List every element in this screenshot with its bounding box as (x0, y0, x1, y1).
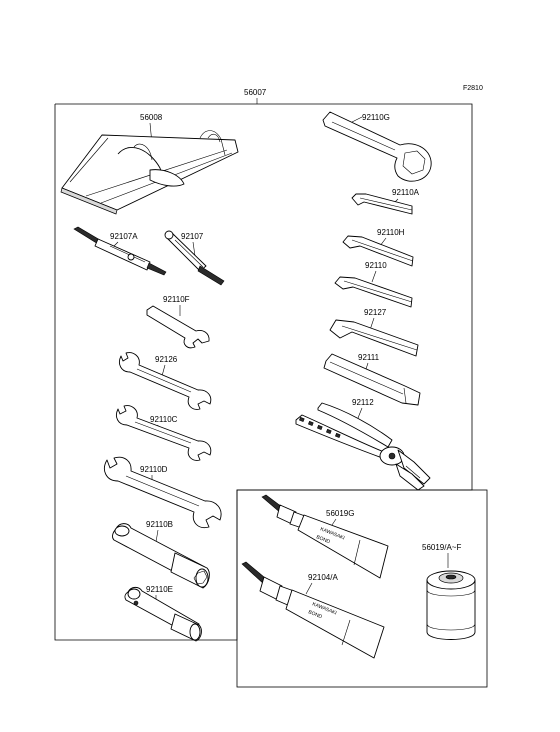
label-screwdriver: 92107 (181, 232, 204, 241)
label-tool-bag: 56008 (140, 113, 163, 122)
box-wrench-92110b (112, 523, 210, 589)
label-bond-a: 92104/A (308, 573, 338, 582)
wrench-92110f (146, 305, 210, 349)
wrench-92110d (104, 456, 222, 529)
label-kit: 56007 (244, 88, 267, 97)
leader-ring-spanner-g (351, 116, 363, 123)
label-ring-spanner-g: 92110G (362, 113, 390, 122)
label-box-wrench-e: 92110E (146, 585, 173, 594)
ring-spanner-92110g (322, 111, 432, 182)
leader-bond-a (305, 582, 313, 595)
leader-screwdriver (192, 241, 196, 257)
bond-a-word-text: BOND (307, 609, 323, 620)
hex-key-92110h (342, 235, 414, 267)
label-wrench-c: 92110C (150, 415, 178, 424)
bond-tube-56019g: KAWASAKI BOND (261, 494, 389, 579)
figure-code: F2810 (463, 85, 483, 92)
box-wrench-92110e (124, 586, 202, 642)
tool-bag-56008 (60, 130, 239, 215)
label-oil-filter: 56019/A~F (422, 543, 461, 552)
wrench-92126 (119, 352, 212, 410)
leader-hex-key (371, 270, 377, 283)
leader-wrench-126 (161, 364, 166, 377)
label-box-wrench-b: 92110B (146, 520, 173, 529)
label-pliers: 92112 (352, 398, 374, 407)
label-hex-key-a: 92110A (392, 188, 420, 197)
bond-tube-92104a: KAWASAKI BOND (241, 561, 385, 659)
wrench-92110c (116, 405, 212, 461)
label-hex-key-h: 92110H (377, 228, 405, 237)
hex-key-92110a (351, 193, 413, 215)
leader-pliers (357, 407, 363, 419)
label-bond-g: 56019G (326, 509, 354, 518)
label-wrench-d: 92110D (140, 465, 168, 474)
label-wrench-126: 92126 (155, 355, 178, 364)
leader-box-wrench-b (155, 529, 159, 543)
screwdriver-92107a (73, 226, 167, 276)
handle-92111 (323, 353, 421, 406)
hex-key-92127 (329, 319, 419, 357)
label-handle: 92111 (358, 353, 380, 362)
label-screwdriver-a: 92107A (110, 232, 138, 241)
label-hex-key: 92110 (365, 261, 387, 270)
pliers-92112 (295, 402, 431, 491)
chemicals-frame (236, 489, 488, 688)
label-wrench-f: 92110F (163, 295, 190, 304)
bond-g-word-text: BOND (315, 534, 331, 545)
oil-filter-56019 (426, 570, 476, 640)
hex-key-92110 (334, 276, 413, 308)
screwdriver-92107 (164, 230, 225, 286)
label-hex-key-127: 92127 (364, 308, 387, 317)
